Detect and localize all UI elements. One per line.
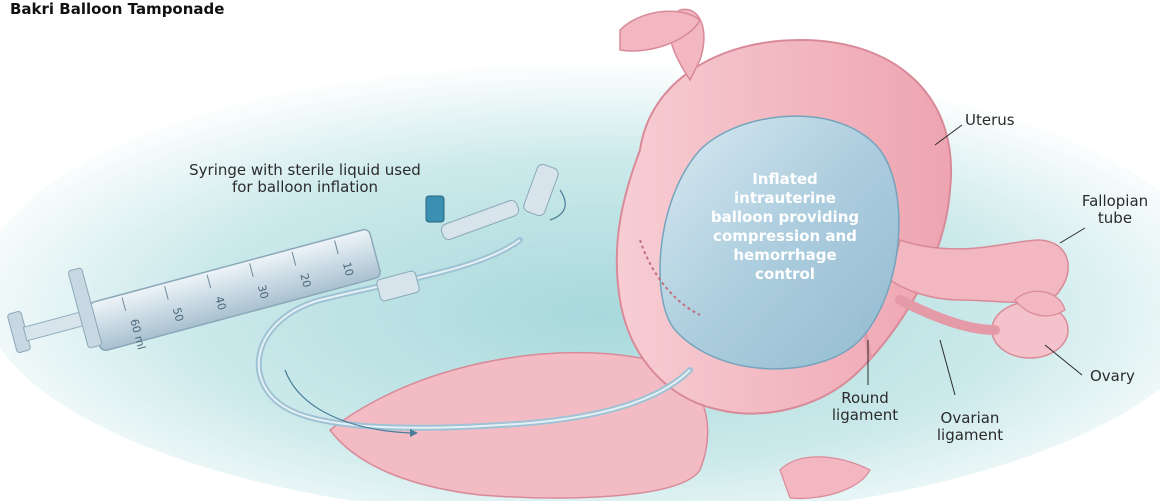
ovarian-ligament-label: Ovarian ligament <box>925 410 1015 444</box>
ovarian-ligament-line-1: Ovarian <box>925 410 1015 427</box>
round-ligament-label: Round ligament <box>820 390 910 424</box>
ovarian-ligament-line-2: ligament <box>925 427 1015 444</box>
balloon-label-line-6: control <box>690 265 880 284</box>
balloon-label-line-3: balloon providing <box>690 208 880 227</box>
fallopian-label-line-2: tube <box>1075 210 1155 227</box>
round-ligament-line-1: Round <box>820 390 910 407</box>
figure-title: Bakri Balloon Tamponade <box>10 0 224 18</box>
stopcock-valve <box>426 196 444 222</box>
balloon-label-line-5: hemorrhage <box>690 246 880 265</box>
fallopian-label: Fallopian tube <box>1075 193 1155 227</box>
syringe-label-line-1: Syringe with sterile liquid used <box>180 162 430 179</box>
fallopian-label-line-1: Fallopian <box>1075 193 1155 210</box>
balloon-label-line-1: Inflated <box>690 170 880 189</box>
balloon-label-line-2: intrauterine <box>690 189 880 208</box>
uterus-label: Uterus <box>965 112 1015 129</box>
balloon-label: Inflated intrauterine balloon providing … <box>690 170 880 284</box>
round-ligament-line-2: ligament <box>820 407 910 424</box>
balloon-label-line-4: compression and <box>690 227 880 246</box>
syringe-label: Syringe with sterile liquid used for bal… <box>180 162 430 196</box>
syringe-label-line-2: for balloon inflation <box>180 179 430 196</box>
ovary-label: Ovary <box>1090 368 1135 385</box>
